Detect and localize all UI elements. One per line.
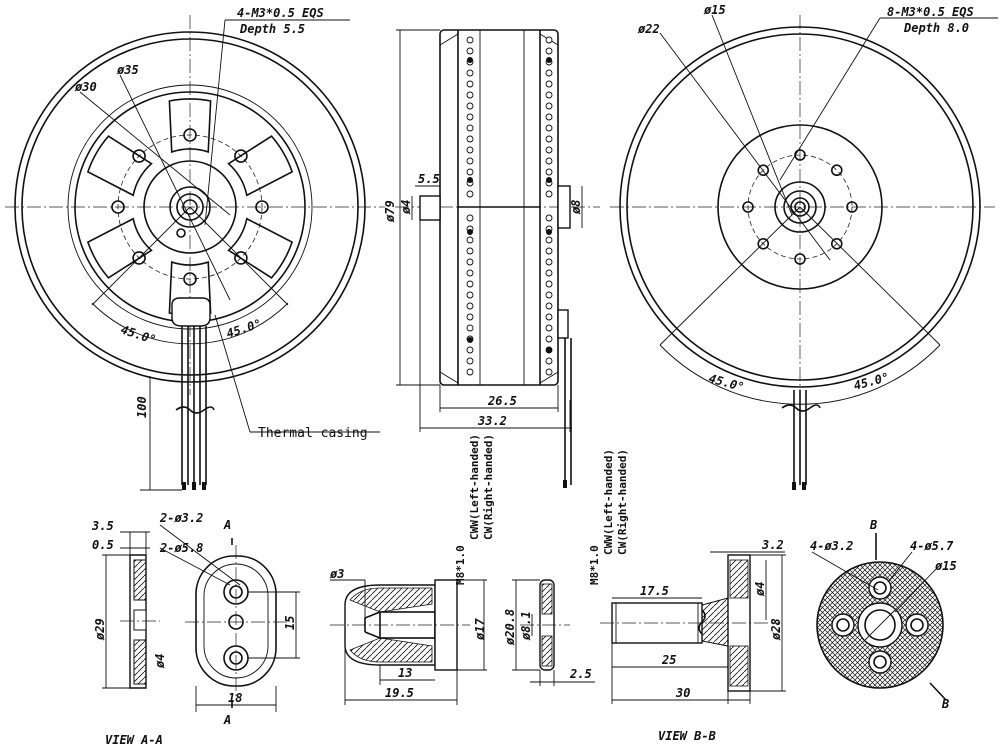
mount-hole	[757, 237, 770, 250]
mount-holes-right	[742, 149, 858, 265]
thread-callout-right: 8-M3*0.5 EQS	[887, 5, 974, 19]
thermal-casing-label: Thermal casing	[258, 426, 368, 441]
b-holes-large-label: 4-ø5.7	[910, 539, 954, 553]
a-dim-15-label: 15	[283, 616, 297, 630]
shaft-dim-3-2-label: 3.2	[761, 538, 784, 552]
dia-8-label: ø8	[569, 200, 583, 215]
mount-hole	[830, 164, 843, 177]
mount-hole	[742, 201, 754, 213]
nut-cw-label: CW(Right-handed)	[482, 434, 495, 540]
shaft-dia-4-label: ø4	[753, 582, 767, 597]
mount-hole	[794, 253, 806, 265]
shaft-thread-label: M8*1.0	[588, 545, 601, 585]
shaft-dim-17-5-label: 17.5	[640, 584, 669, 598]
front-view-left: 45.0° 45.0° 100 4-M3*0.5 EQS Depth 5.5 ø…	[5, 6, 385, 491]
nut-dia-3-label: ø3	[329, 567, 344, 581]
nut-ccw-label: CWW(Left-handed)	[468, 434, 481, 540]
b-holes-small-label: 4-ø3.2	[810, 539, 853, 553]
outer-rotor-circle	[14, 31, 366, 383]
a-section-mark-top: A	[223, 518, 231, 532]
lead-length-label: 100	[135, 396, 149, 418]
nut-dia-17-label: ø17	[473, 618, 487, 641]
b-section-mark-bottom: B	[941, 697, 949, 711]
mount-hole	[830, 237, 843, 250]
outer-rotor-circle-right	[619, 26, 981, 388]
shaft-dim-25-label: 25	[661, 653, 676, 667]
cable-grommet	[171, 297, 211, 327]
mount-holes-left	[111, 128, 269, 286]
washer-dia-8-1-label: ø8.1	[519, 611, 533, 641]
dia-15-label: ø15	[703, 3, 726, 17]
washer-dia-20-8-label: ø20.8	[503, 609, 517, 646]
dia-79-label: ø79	[383, 200, 397, 223]
a-section-mark-bottom: A	[223, 713, 231, 727]
mount-hole	[757, 164, 770, 177]
angle-left-label: 45.0°	[119, 323, 158, 347]
spoke-windows	[86, 98, 294, 316]
shaft-stub	[419, 195, 441, 221]
mount-hole	[111, 200, 125, 214]
depth-left: Depth 5.5	[239, 22, 305, 36]
washer-view: ø20.8 ø8.1 2.5	[503, 579, 595, 686]
dim-5-5-label: 5.5	[418, 172, 440, 186]
depth-right: Depth 8.0	[903, 21, 969, 35]
nut-thread-label: M8*1.0	[454, 545, 467, 585]
angle-right-label-right: 45.0°	[852, 370, 891, 393]
prop-nut-view: ø3 ø17 M8*1.0 CWW(Left-handed) CW(Right-…	[329, 434, 495, 705]
a-dia-4-label: ø4	[153, 654, 167, 669]
mount-hole	[234, 149, 248, 163]
front-view-right: 45.0° 45.0° ø15 ø22 8-M3*0.5 EQS Depth 8…	[610, 3, 998, 490]
mount-hole	[234, 251, 248, 265]
view-aa-label: VIEW A-A	[105, 733, 163, 747]
mount-hole	[132, 251, 146, 265]
a-dia-29-label: ø29	[93, 618, 107, 641]
dia-35-label: ø35	[116, 63, 139, 77]
a-holes-large-label: 2-ø5.8	[159, 541, 203, 555]
dia-4-side-label: ø4	[399, 200, 413, 215]
a-holes-small-label: 2-ø3.2	[159, 511, 203, 525]
dia-22-label: ø22	[637, 22, 660, 36]
mount-hole	[183, 272, 197, 286]
washer-dim-2-5-label: 2.5	[569, 667, 592, 681]
shaft-ccw-label: CWW(Left-handed)	[602, 449, 615, 555]
b-dia-15-label: ø15	[934, 559, 957, 573]
a-dim-0-5-label: 0.5	[92, 538, 114, 552]
a-dim-18-label: 18	[228, 691, 242, 705]
mount-hole	[846, 201, 858, 213]
mount-hole	[132, 149, 146, 163]
hub-section-b: B B 4-ø3.2 4-ø5.7 ø15	[810, 518, 957, 711]
shaft-cw-label: CW(Right-handed)	[616, 449, 629, 555]
shaft-dia-28-label: ø28	[769, 618, 783, 641]
dim-26-5-label: 26.5	[487, 394, 517, 408]
dia-30-label: ø30	[74, 80, 97, 94]
shaft-dim-30-label: 30	[675, 686, 690, 700]
b-section-mark-top: B	[869, 518, 877, 532]
dim-33-2-label: 33.2	[477, 414, 507, 428]
mount-hole	[183, 128, 197, 142]
side-view: ø79 5.5 ø4 ø8 26.5 33.2	[383, 29, 600, 488]
angle-right-label: 45.0°	[225, 316, 264, 340]
ventilation-slots	[466, 36, 553, 376]
view-bb-label: VIEW B-B	[658, 729, 716, 743]
mount-hole	[255, 200, 269, 214]
nut-dim-19-5-label: 19.5	[385, 686, 414, 700]
thread-callout-left: 4-M3*0.5 EQS	[237, 6, 324, 20]
nut-dim-13-label: 13	[398, 666, 412, 680]
a-dim-3-5-label: 3.5	[91, 519, 114, 533]
shaft-adapter-view: M8*1.0 CWW(Left-handed) CW(Right-handed)…	[588, 449, 786, 743]
angle-left-label-right: 45.0°	[707, 371, 746, 394]
cable-plate-views: ø29 ø4 3.5 0.5 A A 2-ø3.2 2-ø5.8 15 18 V…	[91, 511, 300, 747]
